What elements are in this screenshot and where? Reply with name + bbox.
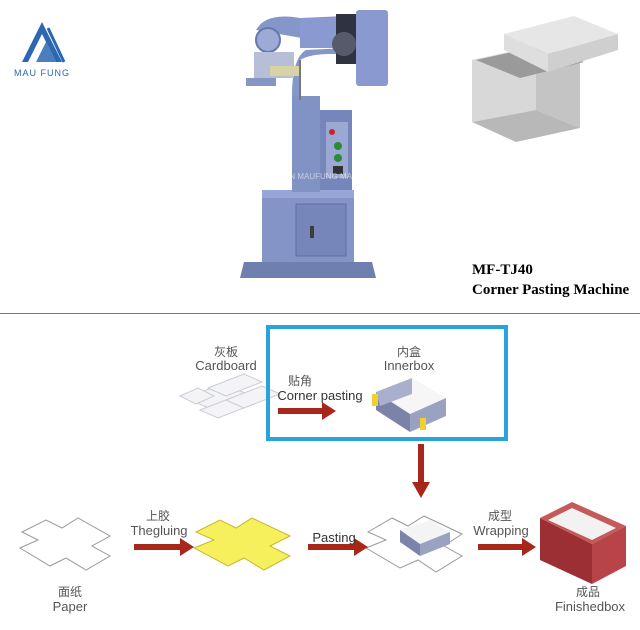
corner-pasting-highlight-frame	[266, 325, 508, 441]
pasting-label: Pasting	[312, 530, 356, 545]
open-box-image	[472, 16, 618, 142]
wrapping-label: Wrapping	[473, 523, 529, 538]
gluing-label-cn: 上胶	[145, 509, 170, 523]
brand-name: MAU FUNG	[14, 68, 70, 78]
paper-label-cn: 面纸	[57, 585, 82, 599]
wrapping-label-cn: 成型	[487, 509, 512, 523]
product-model: MF-TJ40	[472, 262, 533, 278]
corner-pasting-label-cn: 贴角	[287, 374, 312, 388]
innerbox-image	[372, 378, 446, 432]
pasting-image	[364, 515, 464, 573]
cardboard-flat-image	[178, 373, 282, 419]
arrow-down-icon	[412, 444, 430, 498]
paper-label: Paper	[52, 599, 88, 614]
section-divider	[0, 313, 640, 314]
glued-paper-image	[192, 517, 292, 571]
paper-flat-image	[18, 517, 112, 571]
finished-label-cn: 成品	[575, 585, 600, 599]
mau-fung-logo-icon	[22, 22, 66, 63]
corner-pasting-machine-image	[240, 10, 388, 278]
innerbox-label: Innerbox	[383, 358, 435, 373]
finished-box-image	[540, 502, 626, 584]
finished-label: Finishedbox	[554, 599, 626, 614]
product-name: Corner Pasting Machine	[472, 282, 630, 298]
arrow-corner-pasting-icon	[278, 402, 336, 420]
watermark-text: DONGGUAN MAUFUNG MACHINERY CO.,LTD	[248, 172, 421, 181]
cardboard-label-cn: 灰板	[213, 345, 238, 359]
arrow-wrapping-icon	[478, 538, 536, 556]
cardboard-label: Cardboard	[195, 358, 257, 373]
arrow-pasting-icon	[308, 538, 368, 556]
corner-pasting-label: Corner pasting	[277, 388, 363, 403]
arrow-gluing-icon	[134, 538, 194, 556]
innerbox-label-cn: 内盒	[396, 345, 421, 359]
gluing-label: Thegluing	[130, 523, 188, 538]
